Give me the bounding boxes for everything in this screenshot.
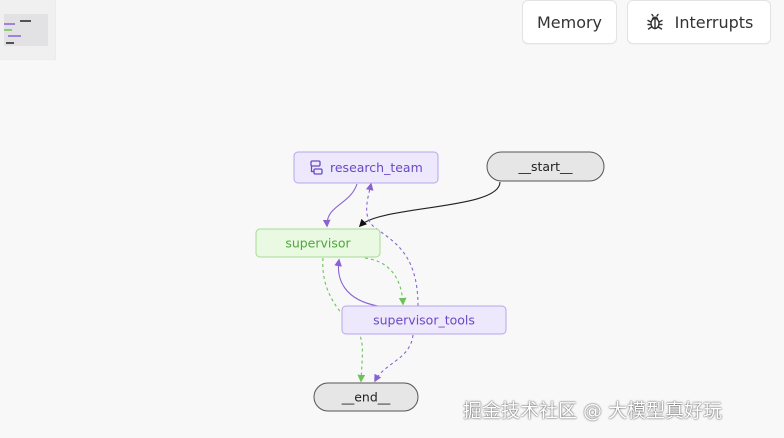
node-research-team-label: research_team [330, 160, 423, 175]
node-supervisor[interactable]: supervisor [255, 228, 381, 258]
minimap[interactable] [0, 0, 56, 60]
node-start-label: __start__ [517, 159, 573, 174]
node-research-team[interactable]: research_team [293, 151, 439, 184]
node-end[interactable]: __end__ [313, 382, 419, 412]
interrupts-button[interactable]: Interrupts [627, 0, 771, 44]
watermark-text: 掘金技术社区 @ 大模型真好玩 [463, 400, 723, 422]
memory-button[interactable]: Memory [522, 0, 617, 44]
edge-supervisor-to-supervisor-tools [364, 257, 407, 306]
memory-button-label: Memory [536, 12, 603, 32]
node-supervisor-label: supervisor [285, 236, 351, 251]
subgraph-icon [310, 160, 323, 175]
interrupts-button-label: Interrupts [674, 12, 754, 32]
edge-supervisor-tools-to-supervisor [334, 258, 379, 307]
node-supervisor-tools-label: supervisor_tools [373, 313, 475, 328]
edge-start-to-supervisor [358, 181, 501, 228]
node-start[interactable]: __start__ [486, 151, 605, 182]
node-supervisor-tools[interactable]: supervisor_tools [341, 305, 507, 335]
node-end-label: __end__ [341, 390, 391, 405]
minimap-preview [4, 14, 48, 46]
edge-supervisor-tools-to-end [374, 334, 414, 383]
edge-supervisor-to-end [322, 257, 366, 383]
bug-icon [646, 13, 663, 30]
edge-research-team-to-supervisor [322, 183, 358, 228]
